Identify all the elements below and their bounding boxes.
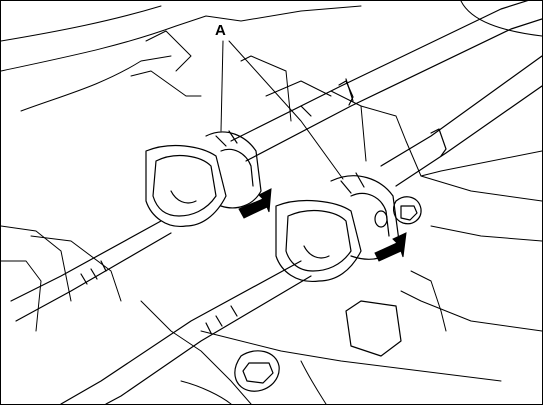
left-cable-bushing [145,130,262,228]
direction-arrows [238,188,407,262]
callout-leader-lines [220,40,344,180]
right-cable-bushing [275,172,400,283]
right-shift-cable [60,55,542,404]
callout-label-a: A [215,22,226,39]
right-arrow-icon [374,232,407,262]
mounting-bracket [234,196,422,392]
left-arrow-icon [238,188,272,219]
left-shift-cable [10,1,542,322]
